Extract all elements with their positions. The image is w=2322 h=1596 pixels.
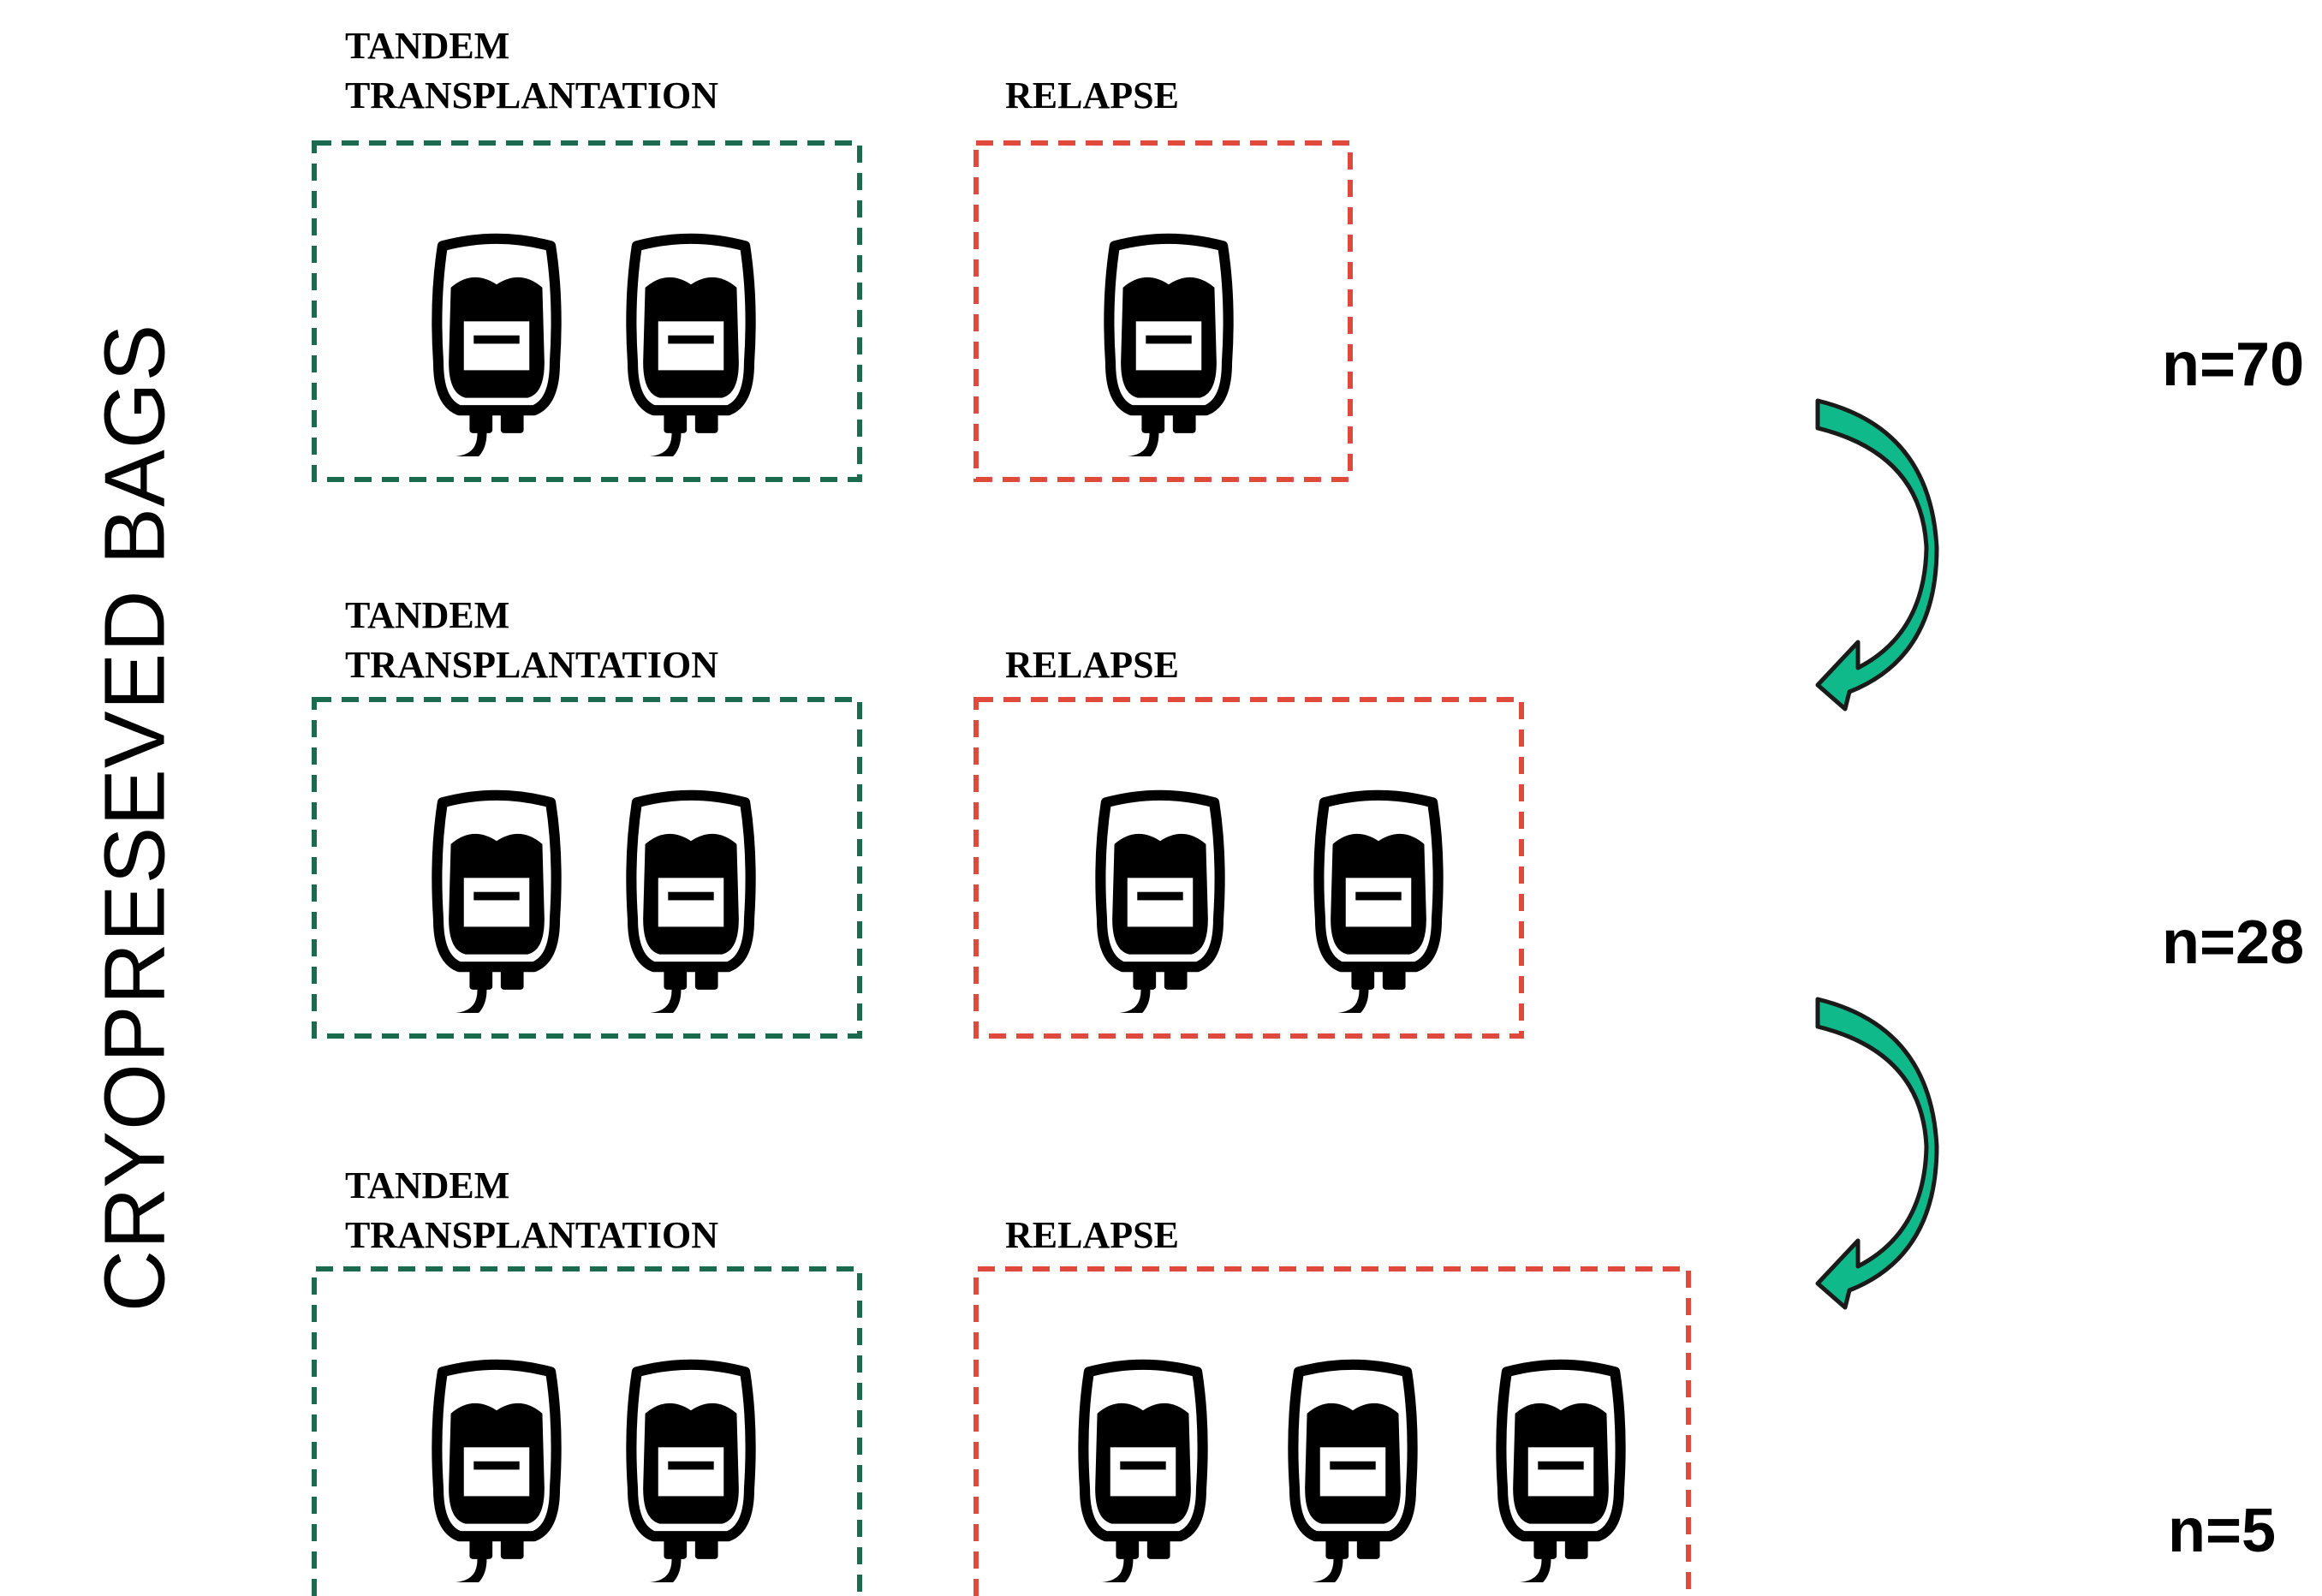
count-row-1: n=70: [2162, 331, 2305, 399]
curved-arrow-icon: [1815, 398, 1939, 712]
relapse-label-row-1: RELAPSE: [1005, 74, 1179, 116]
blood-bag-icon: [418, 239, 557, 463]
blood-bag-icon: [1482, 1365, 1621, 1589]
relapse-label-row-2: RELAPSE: [1005, 644, 1179, 686]
blood-bag-icon: [418, 1365, 557, 1589]
blood-bag-icon: [1300, 795, 1438, 1020]
blood-bag-icon: [1090, 239, 1229, 463]
tandem-box-row-2: [312, 697, 862, 1039]
tandem-box-row-3: [312, 1266, 862, 1596]
count-row-2: n=28: [2162, 908, 2305, 977]
blood-bag-icon: [418, 795, 557, 1020]
blood-bag-icon: [612, 239, 751, 463]
relapse-box-row-2: [973, 697, 1524, 1039]
blood-bag-icon: [612, 1365, 751, 1589]
tandem-label-line1: TANDEM: [345, 25, 510, 67]
blood-bag-icon: [1064, 1365, 1203, 1589]
tandem-box-row-1: [312, 140, 862, 482]
relapse-label-row-3: RELAPSE: [1005, 1214, 1179, 1256]
tandem-label-line2: TRANSPLANTATION: [345, 1214, 718, 1256]
tandem-label-row-3: TANDEM TRANSPLANTATION: [345, 1161, 718, 1260]
tandem-label-row-2: TANDEM TRANSPLANTATION: [345, 591, 718, 690]
tandem-label-line2: TRANSPLANTATION: [345, 74, 718, 116]
tandem-label-row-1: TANDEM TRANSPLANTATION: [345, 21, 718, 121]
blood-bag-icon: [612, 795, 751, 1020]
tandem-label-line1: TANDEM: [345, 1164, 510, 1206]
tandem-label-line1: TANDEM: [345, 594, 510, 636]
blood-bag-icon: [1274, 1365, 1413, 1589]
tandem-label-line2: TRANSPLANTATION: [345, 644, 718, 686]
blood-bag-icon: [1081, 795, 1220, 1020]
count-row-3: n=5: [2168, 1497, 2277, 1565]
curved-arrow-icon: [1815, 997, 1939, 1310]
